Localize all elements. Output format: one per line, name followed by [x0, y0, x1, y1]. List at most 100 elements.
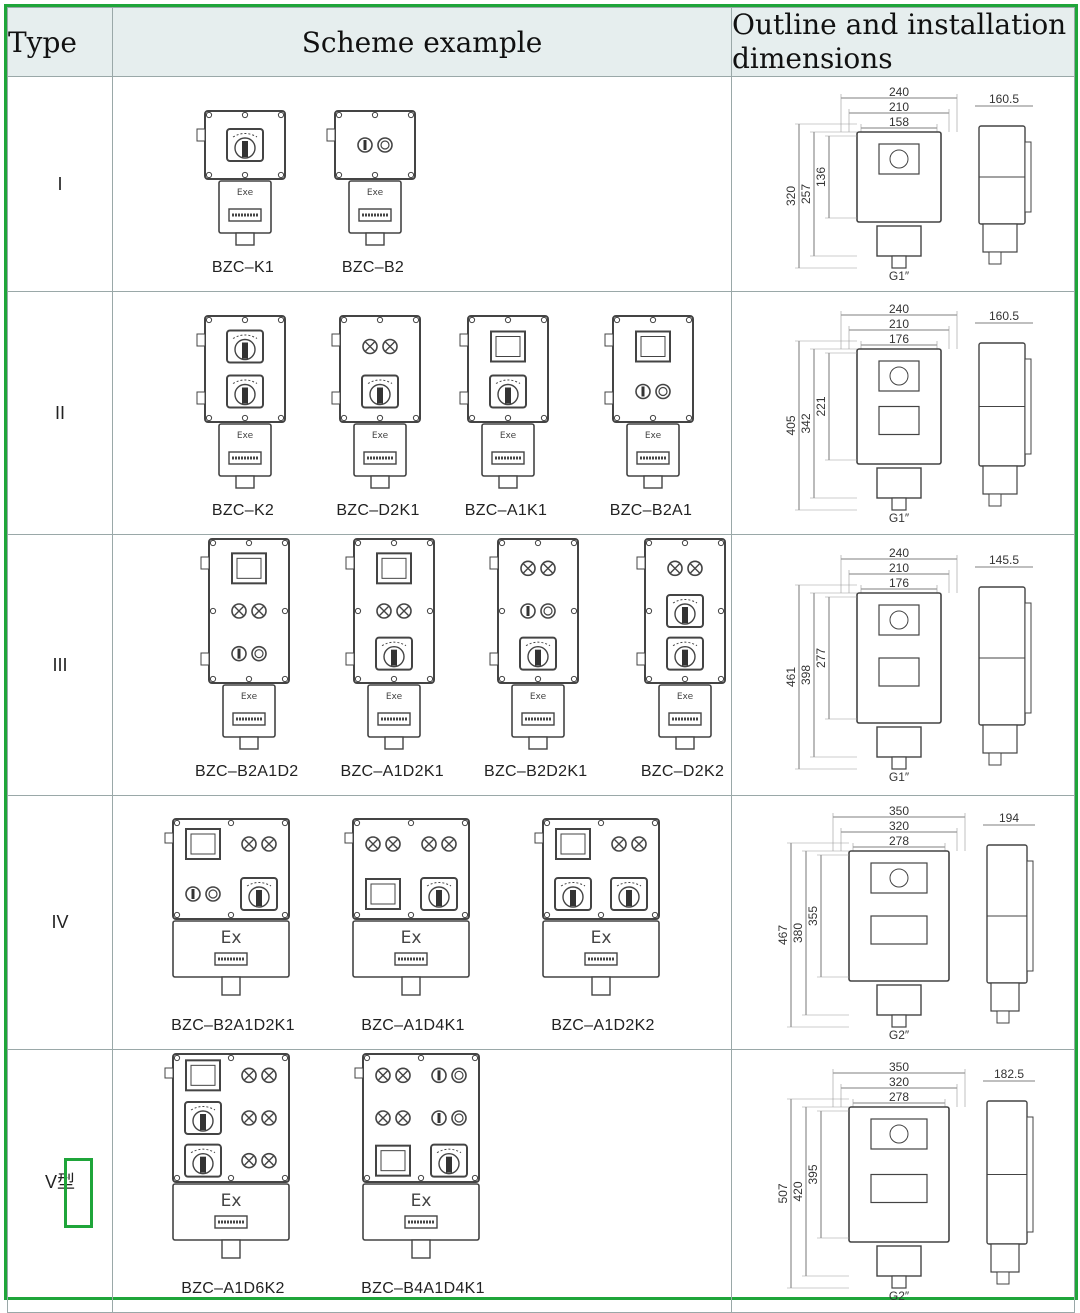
side-cover [1024, 141, 1032, 213]
outline-terminal-box [876, 466, 922, 499]
meter-window [380, 1150, 406, 1172]
outline-switch-icon [889, 1124, 909, 1143]
bolt-icon [363, 1174, 371, 1182]
bolt-icon [209, 607, 216, 615]
side-gland [331, 333, 341, 347]
bolt-icon [277, 111, 285, 119]
side-terminal-box [982, 724, 1018, 754]
switch-arc [495, 379, 521, 384]
side-gland [164, 832, 174, 844]
bolt-icon [407, 171, 415, 179]
side-gland [196, 128, 206, 142]
start-button-icon [655, 383, 671, 400]
type-label: IV [51, 912, 69, 932]
bolt-icon [681, 539, 688, 547]
lamp-cross [253, 606, 264, 616]
switch-arc [672, 599, 697, 604]
outline-side-body [986, 1099, 1028, 1245]
depth-dimension-label: 160.5 [989, 309, 1019, 323]
bolt-icon [498, 539, 505, 547]
cable-gland [401, 976, 421, 996]
device-model-label: BZC–B2A1D2 [195, 763, 299, 780]
switch-handle [681, 607, 688, 623]
bolt-icon [371, 171, 379, 179]
device-model-label: BZC–A1K1 [464, 502, 548, 519]
device-model-label: BZC–B2 [341, 259, 405, 276]
stop-bar [363, 140, 367, 150]
width-dimension-label: 158 [889, 115, 909, 129]
ex-mark: Exe [237, 188, 254, 198]
device-drawing: Exe [459, 315, 549, 489]
cable-gland [235, 475, 255, 489]
side-gland [459, 391, 469, 405]
switch-handle [242, 387, 248, 404]
bolt-icon [391, 539, 398, 547]
height-dimension-label: 398 [799, 665, 813, 685]
switch-arc [367, 379, 393, 384]
side-gland [636, 652, 645, 666]
bolt-icon [427, 607, 434, 615]
height-dimension-label: 342 [799, 413, 813, 433]
meter-window [640, 336, 666, 357]
bolt-icon [570, 607, 577, 615]
cable-gland [498, 475, 518, 489]
bolt-icon [355, 539, 362, 547]
height-dimension-label: 395 [806, 1164, 820, 1184]
cable-gland [235, 232, 255, 246]
side-gland [459, 333, 469, 347]
outline-window [878, 657, 920, 687]
height-dimension-label: 405 [784, 415, 798, 435]
type-cell: III [7, 534, 113, 796]
switch-arc [426, 882, 452, 887]
outline-terminal-box [876, 983, 922, 1016]
lamp-cross [542, 563, 553, 574]
type-label: III [52, 654, 68, 675]
bolt-icon [277, 171, 285, 179]
bolt-icon [649, 414, 657, 422]
stop-bar [191, 889, 195, 899]
header-type: Type [7, 7, 113, 77]
switch-handle [436, 890, 442, 906]
bolt-icon [245, 539, 252, 547]
device-model-label: BZC–A1D4K1 [361, 1017, 465, 1034]
cable-gland [411, 1239, 431, 1259]
side-terminal-box [982, 464, 1018, 495]
lamp-cross [614, 839, 624, 849]
ex-mark: Ex [401, 928, 422, 948]
thread-label: G2″ [889, 1028, 910, 1042]
bolt-icon [649, 316, 657, 324]
bolt-icon [227, 911, 235, 919]
switch-handle [681, 649, 688, 666]
cable-gland [384, 736, 404, 750]
type-label: II [54, 402, 65, 423]
switch-arc [232, 379, 258, 384]
device-drawing: Exe [326, 110, 416, 246]
device-model-label: BZC–B2A1 [609, 502, 693, 519]
ex-mark: Exe [237, 431, 254, 441]
type-cell: IV [7, 795, 113, 1050]
lamp-cross [264, 1155, 274, 1166]
side-cover [1026, 860, 1034, 971]
start-button-icon [377, 137, 393, 153]
height-dimension-label: 136 [814, 167, 828, 187]
width-dimension-label: 320 [889, 1075, 909, 1089]
bolt-icon [209, 539, 216, 547]
cable-gland [370, 475, 390, 489]
highlight-box [64, 1158, 93, 1228]
device-model-label: BZC–A1D6K2 [181, 1280, 285, 1297]
outline-window [870, 1173, 928, 1203]
